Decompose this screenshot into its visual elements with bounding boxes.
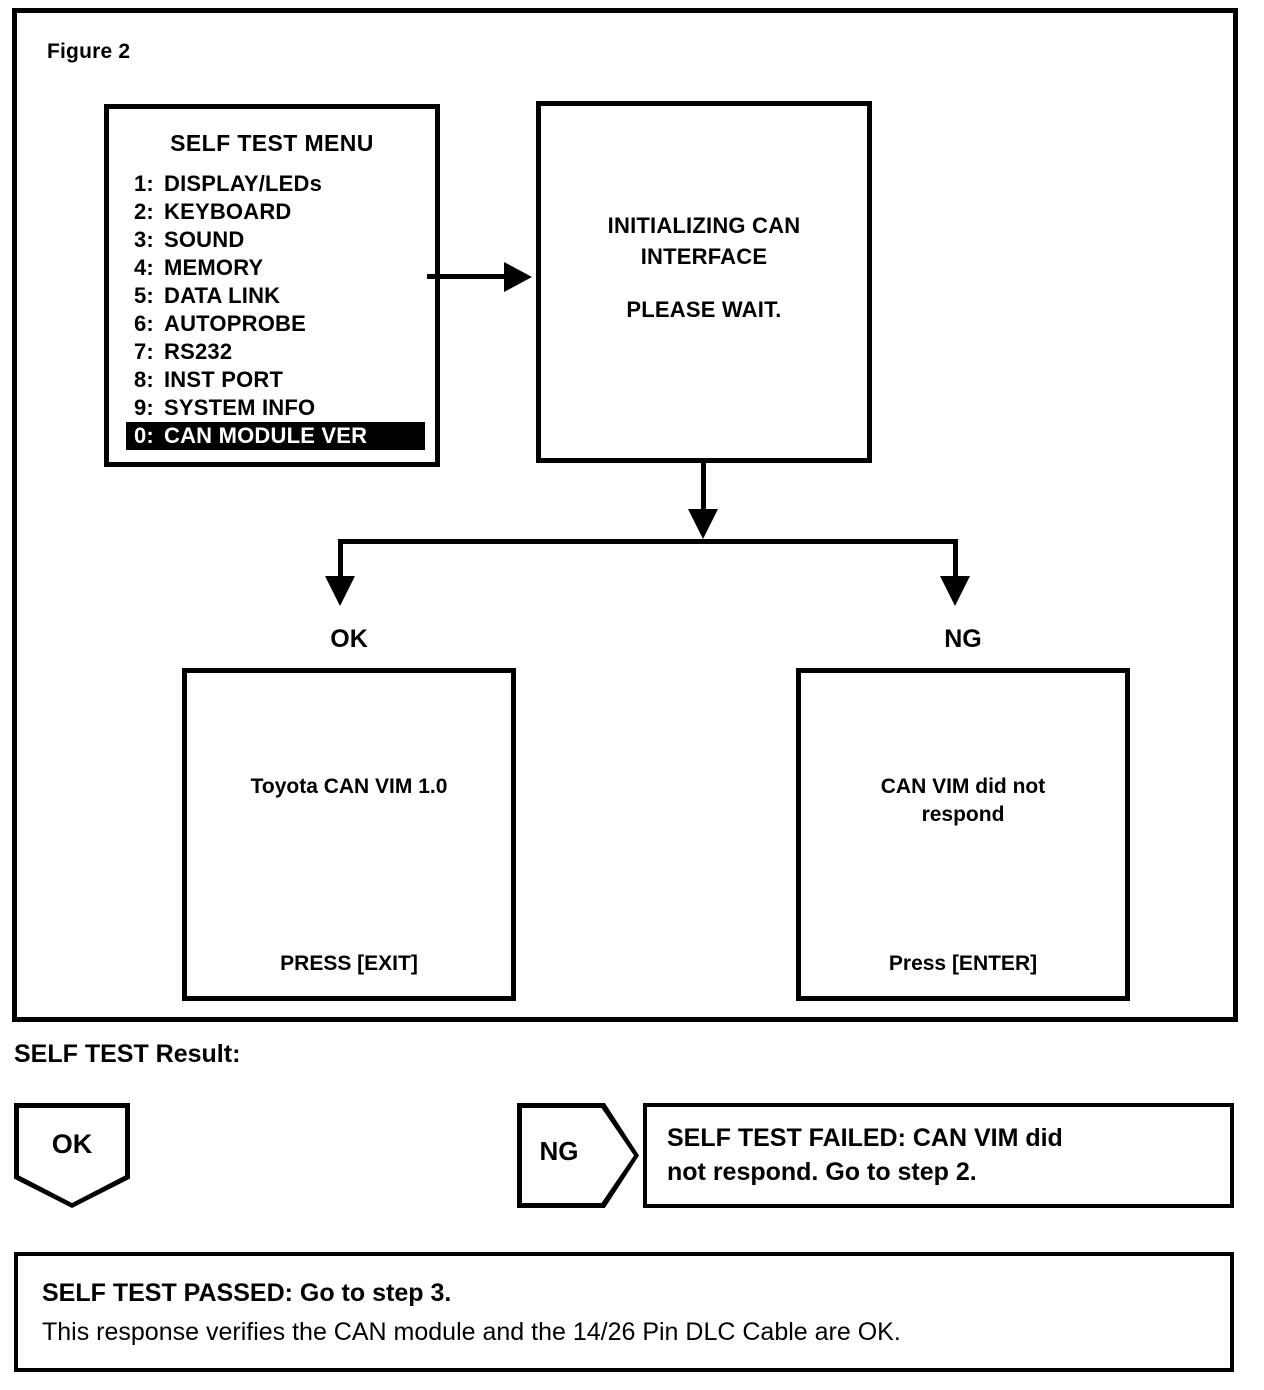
menu-item-label: MEMORY xyxy=(164,255,264,280)
result-ng-marker: NG xyxy=(517,1103,639,1208)
ok-marker-label: OK xyxy=(51,1129,93,1159)
figure-label: Figure 2 xyxy=(47,40,131,63)
menu-item-label: DATA LINK xyxy=(164,283,281,308)
menu-item-list: 1: DISPLAY/LEDs 2: KEYBOARD 3: SOUND 4: MEMO… xyxy=(109,170,435,450)
can-screen-text: INITIALIZING CAN INTERFACE PLEASE WAIT. xyxy=(541,210,867,325)
connector-split-bar xyxy=(338,539,958,544)
menu-item-label: AUTOPROBE xyxy=(164,311,306,336)
ng-screen-message: CAN VIM did not respond xyxy=(801,773,1125,829)
arrowhead-branch-ng-icon xyxy=(940,576,970,606)
self-test-failed-box: SELF TEST FAILED: CAN VIM did not respon… xyxy=(643,1103,1234,1208)
arrowhead-can-stem-icon xyxy=(688,509,718,539)
menu-item-number: 2: xyxy=(134,199,154,224)
menu-item-label: DISPLAY/LEDs xyxy=(164,171,323,196)
menu-item-number: 9: xyxy=(134,395,154,420)
menu-item-number: 4: xyxy=(134,255,154,280)
menu-item-label: SOUND xyxy=(164,227,245,252)
arrowhead-menu-to-can-icon xyxy=(504,262,532,292)
connector-can-stem xyxy=(701,463,706,518)
menu-item-label: KEYBOARD xyxy=(164,199,292,224)
can-line-1: INITIALIZING CAN xyxy=(607,213,801,238)
self-test-menu-screen: SELF TEST MENU 1: DISPLAY/LEDs 2: KEYBOARD… xyxy=(104,104,440,467)
menu-item-number: 8: xyxy=(134,367,154,392)
branch-label-ok: OK xyxy=(330,625,368,653)
menu-item-number: 6: xyxy=(134,311,154,336)
result-ok-marker: OK xyxy=(14,1103,130,1208)
connector-branch-ng xyxy=(953,539,958,584)
menu-item-display-leds[interactable]: 1: DISPLAY/LEDs xyxy=(109,170,435,198)
pass-line-2: This response verifies the CAN module an… xyxy=(42,1318,901,1346)
connector-menu-to-can xyxy=(427,274,517,279)
menu-item-system-info[interactable]: 9: SYSTEM INFO xyxy=(109,394,435,422)
menu-item-label: CAN MODULE VER xyxy=(164,423,368,448)
ok-screen-prompt: PRESS [EXIT] xyxy=(280,952,418,975)
figure-frame: Figure 2 SELF TEST MENU 1: DISPLAY/LEDs 2… xyxy=(12,8,1238,1022)
menu-item-number: 5: xyxy=(134,283,154,308)
menu-item-number: 1: xyxy=(134,171,154,196)
menu-item-sound[interactable]: 3: SOUND xyxy=(109,226,435,254)
ng-screen-prompt: Press [ENTER] xyxy=(888,952,1038,975)
branch-label-ng: NG xyxy=(944,625,982,653)
ok-screen-message: Toyota CAN VIM 1.0 xyxy=(250,775,448,798)
arrowhead-branch-ok-icon xyxy=(325,576,355,606)
menu-item-memory[interactable]: 4: MEMORY xyxy=(109,254,435,282)
ok-result-screen: Toyota CAN VIM 1.0 PRESS [EXIT] xyxy=(182,668,516,1001)
menu-item-rs232[interactable]: 7: RS232 xyxy=(109,338,435,366)
menu-item-label: RS232 xyxy=(164,339,233,364)
can-line-2: INTERFACE xyxy=(640,244,768,269)
result-heading: SELF TEST Result: xyxy=(14,1040,241,1068)
initializing-can-screen: INITIALIZING CAN INTERFACE PLEASE WAIT. xyxy=(536,101,872,463)
ng-message-line-1: CAN VIM did not xyxy=(880,775,1046,798)
fail-line-1: SELF TEST FAILED: CAN VIM did xyxy=(667,1124,1063,1152)
can-line-3: PLEASE WAIT. xyxy=(626,297,782,322)
menu-item-number: 0: xyxy=(134,423,154,448)
fail-line-2: not respond. Go to step 2. xyxy=(667,1158,977,1186)
menu-title: SELF TEST MENU xyxy=(170,130,374,156)
menu-item-label: INST PORT xyxy=(164,367,284,392)
menu-item-number: 3: xyxy=(134,227,154,252)
menu-item-autoprobe[interactable]: 6: AUTOPROBE xyxy=(109,310,435,338)
ng-message-line-2: respond xyxy=(921,803,1005,826)
pass-line-1: SELF TEST PASSED: Go to step 3. xyxy=(42,1279,452,1307)
menu-item-label: SYSTEM INFO xyxy=(164,395,316,420)
self-test-failed-text: SELF TEST FAILED: CAN VIM did not respon… xyxy=(667,1121,1220,1189)
text-spacer xyxy=(541,272,867,294)
menu-item-inst-port[interactable]: 8: INST PORT xyxy=(109,366,435,394)
menu-item-data-link[interactable]: 5: DATA LINK xyxy=(109,282,435,310)
menu-item-keyboard[interactable]: 2: KEYBOARD xyxy=(109,198,435,226)
ng-result-screen: CAN VIM did not respond Press [ENTER] xyxy=(796,668,1130,1001)
menu-item-can-module-ver[interactable]: 0: CAN MODULE VER xyxy=(126,422,425,450)
self-test-passed-box: SELF TEST PASSED: Go to step 3. This res… xyxy=(14,1252,1234,1372)
menu-item-number: 7: xyxy=(134,339,154,364)
ng-marker-label: NG xyxy=(539,1136,579,1166)
connector-branch-ok xyxy=(338,539,343,584)
